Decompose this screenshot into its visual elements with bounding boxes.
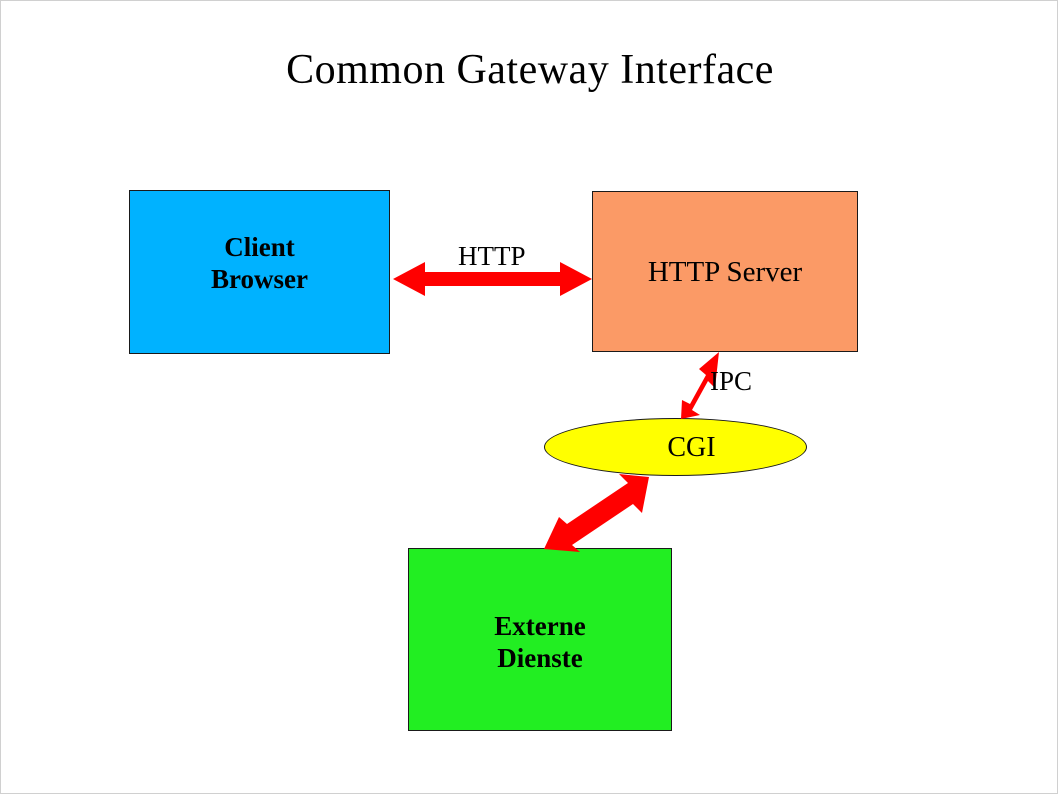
diagram-node-client-browser[interactable]: Client Browser: [129, 190, 390, 354]
page-title: Common Gateway Interface: [286, 47, 774, 93]
node-label-externe-dienste: Externe Dienste: [494, 610, 586, 673]
diagram-node-http-server[interactable]: HTTP Server: [592, 191, 858, 352]
node-label-client-browser: Client Browser: [211, 232, 308, 294]
node-label-cgi: CGI: [667, 431, 716, 463]
diagram-node-externe-dienste[interactable]: Externe Dienste: [408, 548, 672, 731]
edge-label-ipc: IPC: [710, 366, 753, 396]
edge-label-http: HTTP: [458, 241, 526, 271]
edge-hit-cgi-extern[interactable]: [542, 473, 652, 553]
diagram-node-cgi[interactable]: CGI: [544, 418, 807, 476]
node-label-http-server: HTTP Server: [647, 256, 803, 289]
